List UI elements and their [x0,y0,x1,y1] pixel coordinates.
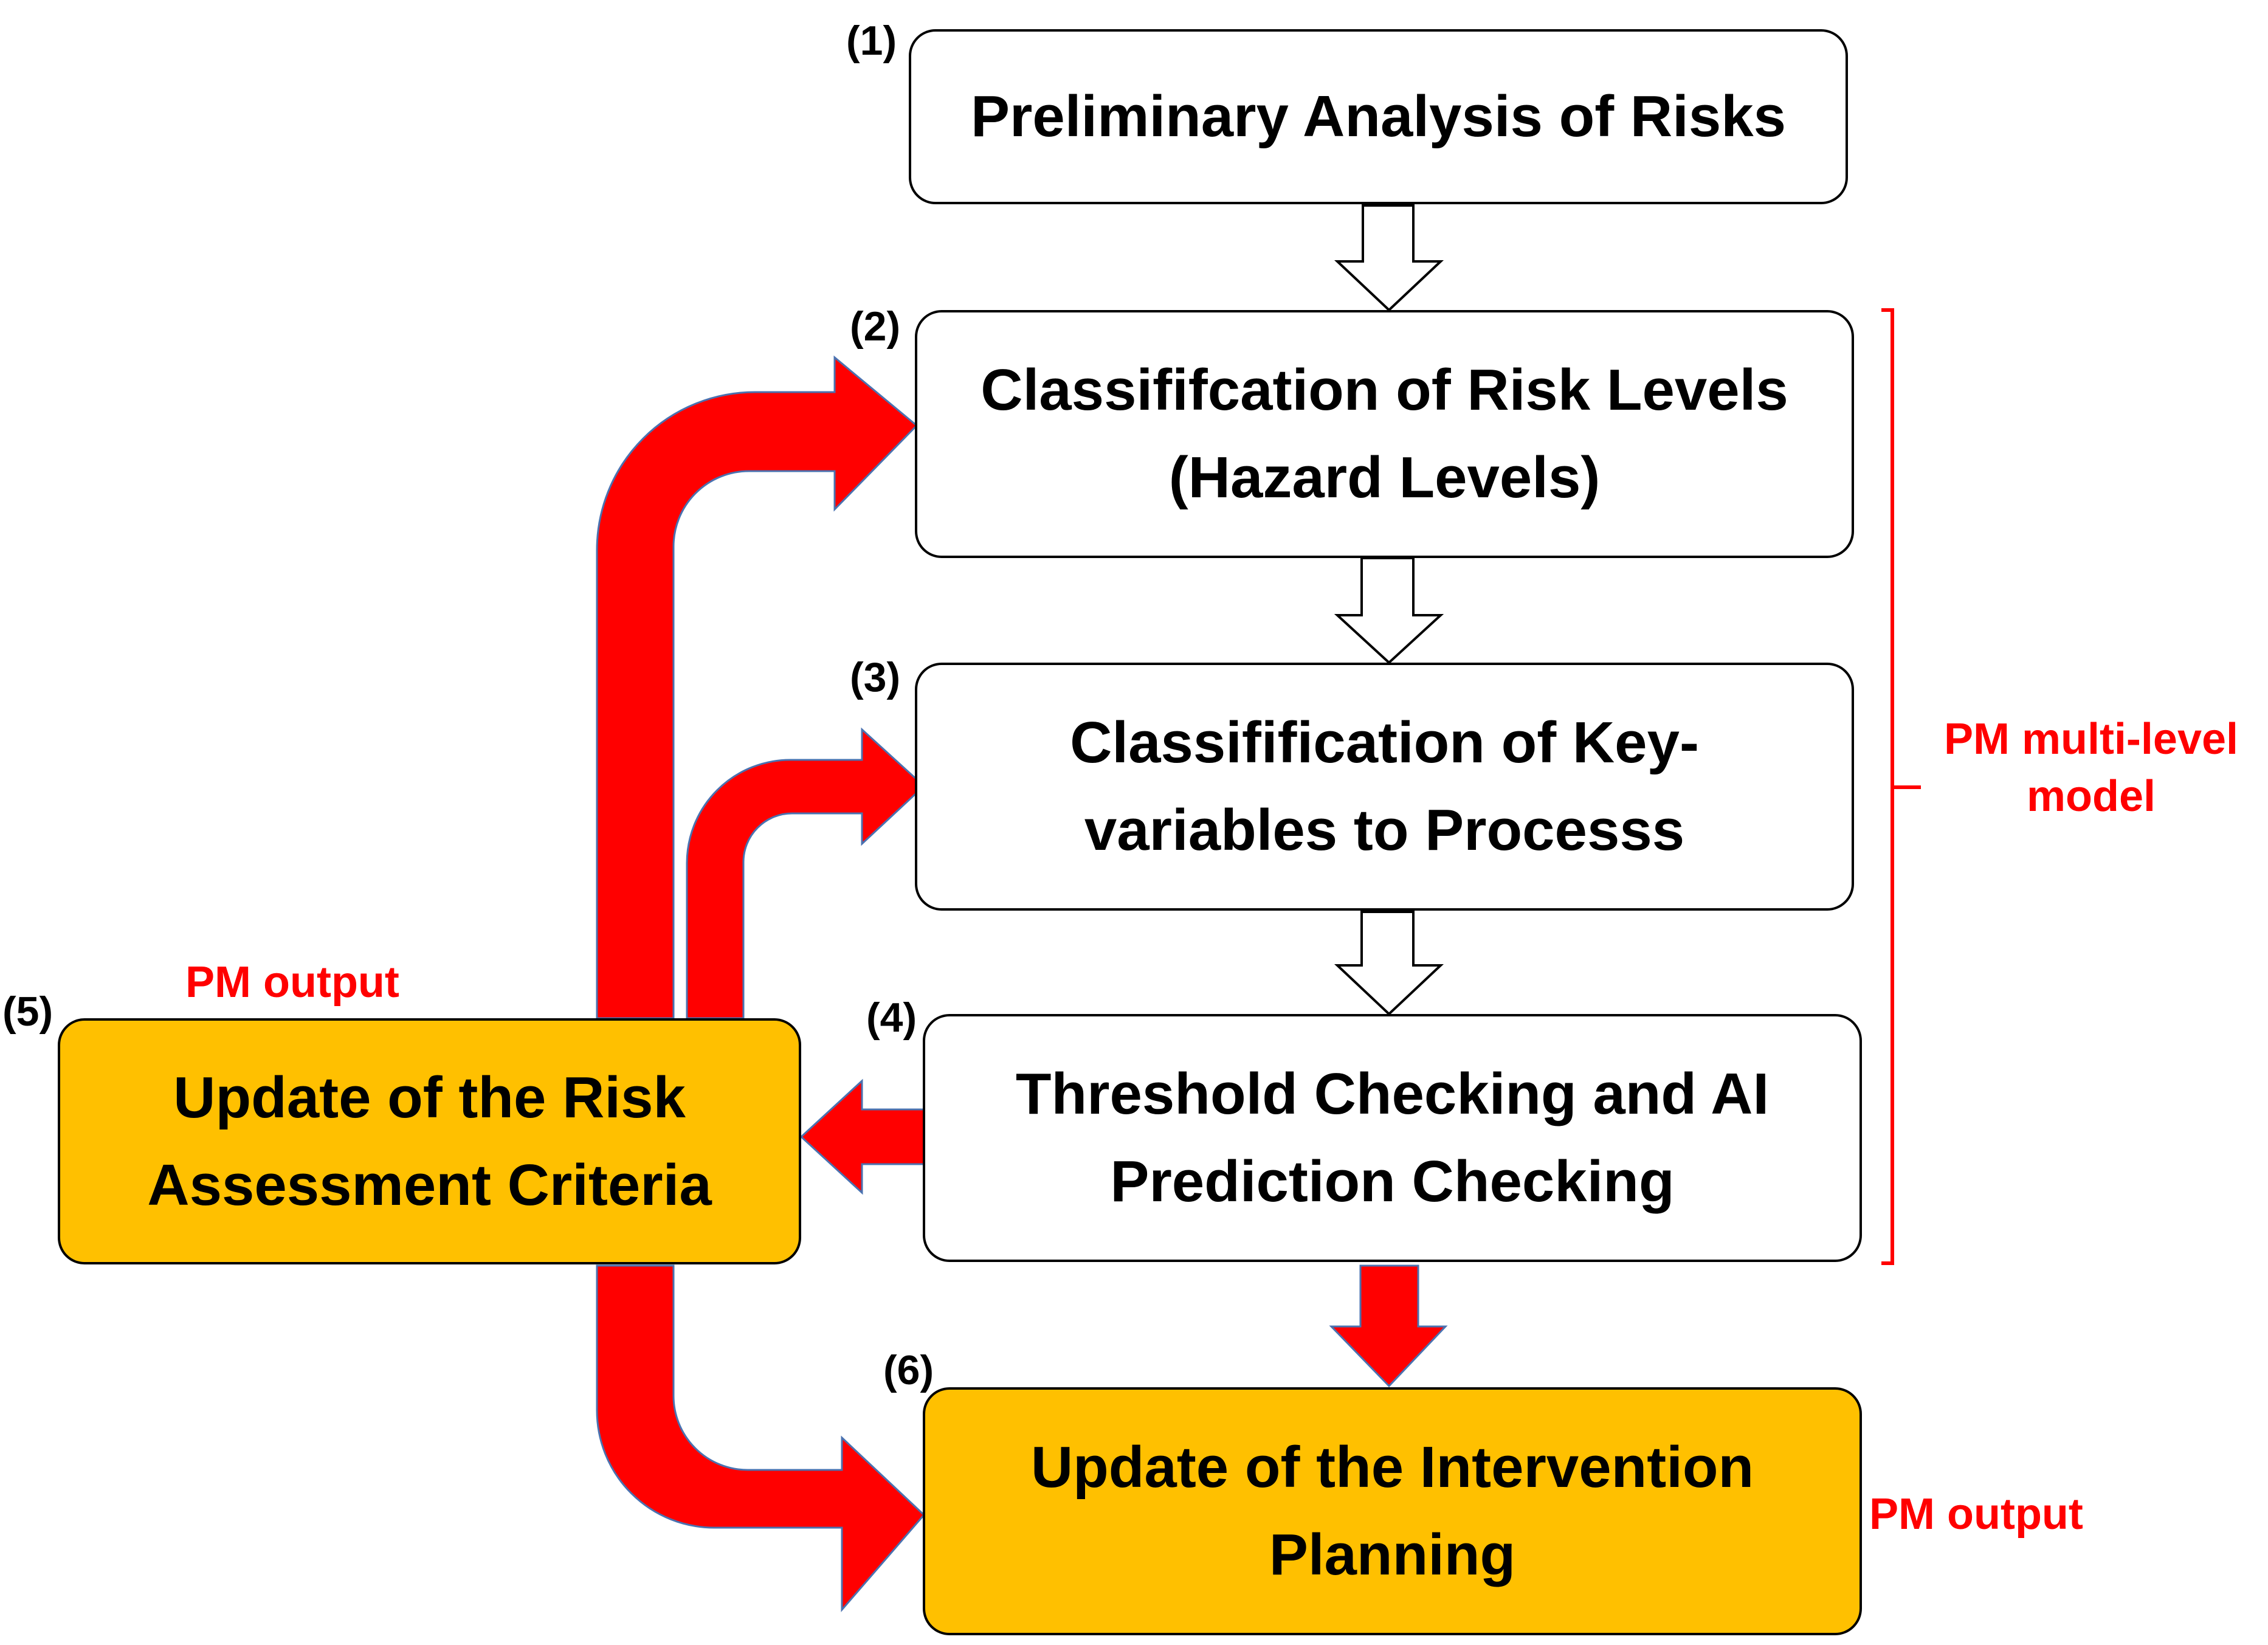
step-1-text: Preliminary Analysis of Risks [970,84,1787,149]
step-5-box: Update of the Risk Assessment Criteria [58,1018,801,1264]
arrow-4-to-5 [799,1078,925,1195]
arrow-1-to-2 [1334,204,1444,312]
step-2-box: Classififcation of Risk Levels (Hazard L… [915,310,1854,558]
step-2-text: Classififcation of Risk Levels (Hazard L… [981,357,1788,510]
arrow-2-to-3 [1334,557,1444,664]
step-5-text: Update of the Risk Assessment Criteria [147,1064,712,1218]
arrow-4-to-6 [1329,1264,1448,1388]
step-6-box: Update of the Intervention Planning [923,1387,1862,1635]
step-5-number: (5) [2,988,53,1035]
pm-output-label-right: PM output [1869,1490,2083,1539]
step-1-box: Preliminary Analysis of Risks [909,29,1848,204]
step-3-text: Classifification of Key-variables to Pro… [1070,710,1699,863]
pm-output-label-left: PM output [185,958,399,1007]
pm-multilevel-label: PM multi-level model [1943,715,2239,821]
step-6-number: (6) [883,1347,934,1393]
pm-multilevel-bracket [1881,308,1921,1265]
arrow-5-to-2 [596,355,919,1019]
step-4-box: Threshold Checking and AI Prediction Che… [923,1014,1862,1262]
arrow-3-to-4 [1334,911,1444,1016]
arrow-5-to-6 [596,1264,926,1613]
arrow-5-to-3 [686,727,926,1019]
step-4-number: (4) [866,995,917,1041]
step-3-box: Classifification of Key-variables to Pro… [915,663,1854,911]
step-1-number: (1) [846,18,897,64]
step-4-text: Threshold Checking and AI Prediction Che… [1015,1061,1770,1214]
step-6-text: Update of the Intervention Planning [1030,1435,1754,1587]
step-3-number: (3) [850,654,901,700]
step-2-number: (2) [850,303,901,350]
